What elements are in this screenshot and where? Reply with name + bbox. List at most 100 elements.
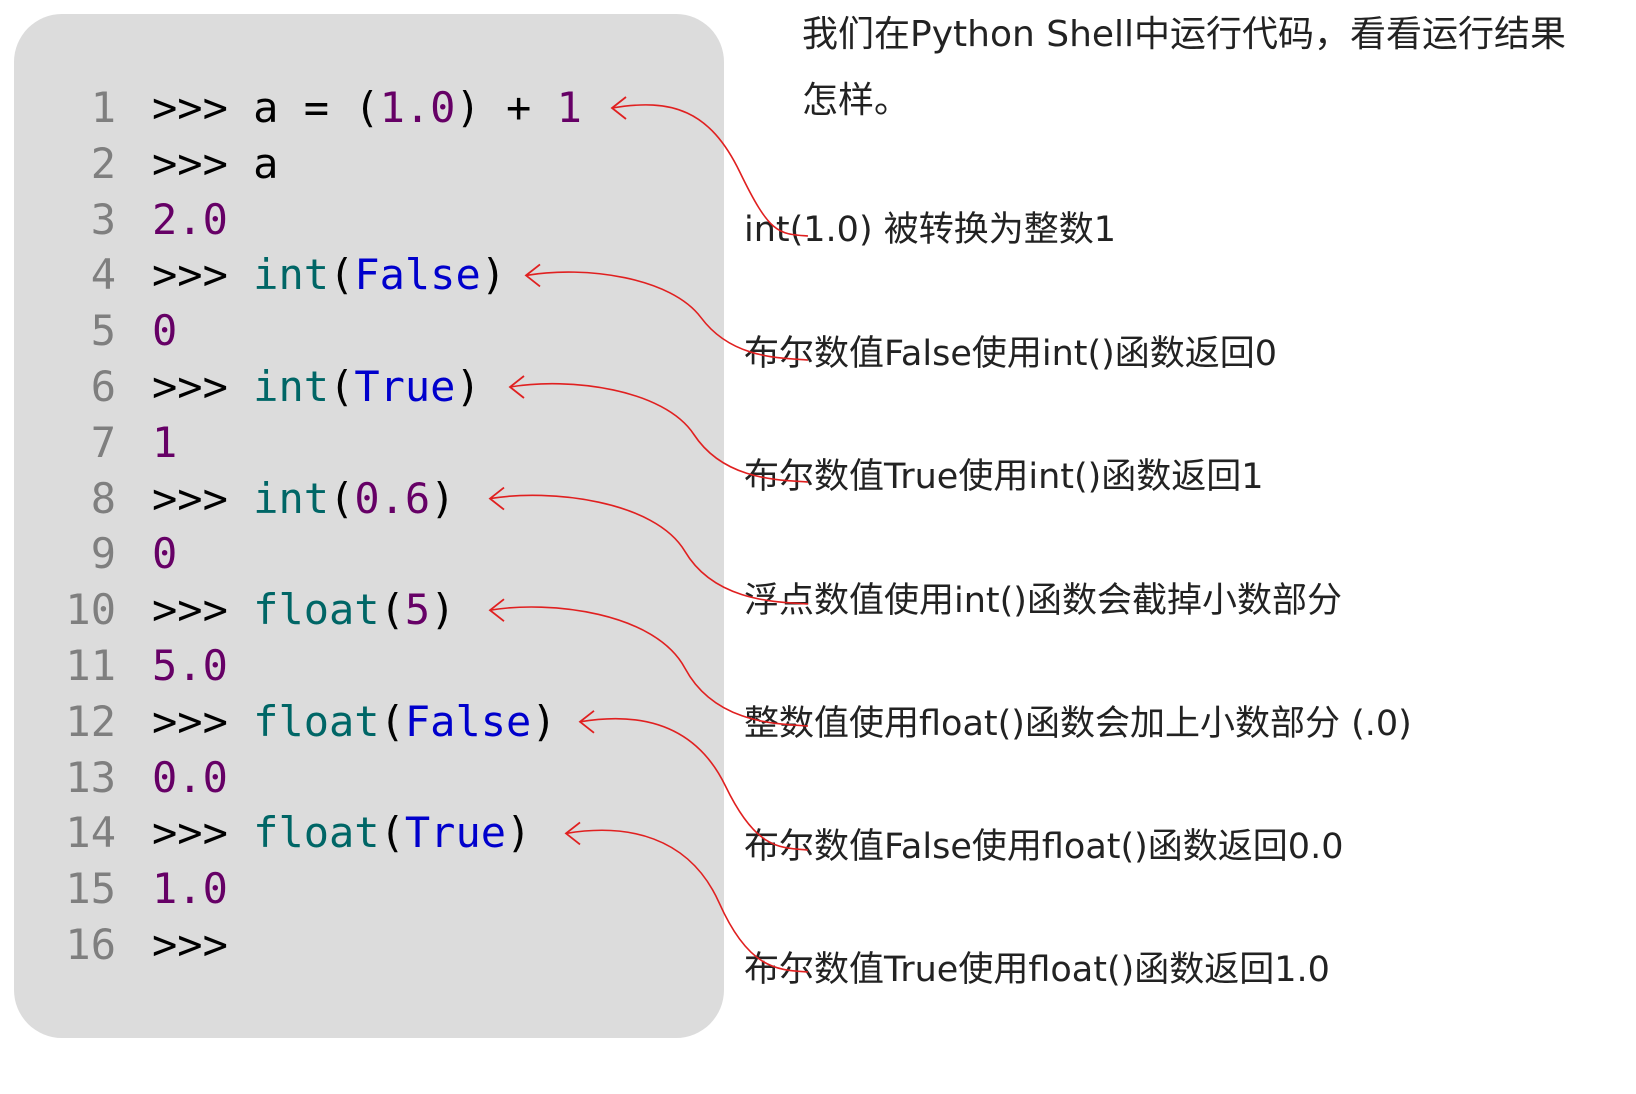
code-token-builtin: float <box>253 585 380 635</box>
code-text: >>> a = (1.0) + 1 <box>152 80 582 136</box>
line-number: 9 <box>90 529 116 579</box>
code-token-prompt: >>> <box>152 138 254 188</box>
line-number: 13 <box>65 752 116 802</box>
code-line: 8 >>> int(0.6) <box>0 471 700 527</box>
code-line: 2 >>> a <box>0 136 700 192</box>
code-token-prompt: >>> <box>152 920 228 969</box>
intro-text: 我们在Python Shell中运行代码，看看运行结果怎样。 <box>802 14 1567 121</box>
code-text: >>> float(5) <box>152 582 455 638</box>
code-token-prompt: ) <box>430 585 456 635</box>
code-token-prompt: >>> <box>152 250 254 300</box>
line-number: 14 <box>65 808 116 858</box>
code-text: 1 <box>152 415 177 471</box>
code-text: 2.0 <box>152 192 228 248</box>
line-number: 7 <box>90 417 116 467</box>
code-text: >>> float(False) <box>152 694 557 750</box>
code-token-prompt: ) <box>430 473 456 523</box>
code-line: 1>>> a = (1.0) + 1 <box>0 80 700 136</box>
arrowhead <box>524 263 541 288</box>
code-token-prompt: ) + <box>455 83 557 132</box>
line-number: 8 <box>90 473 116 523</box>
line-number: 6 <box>90 362 116 411</box>
arrowhead <box>488 486 505 511</box>
code-token-number: 5.0 <box>152 641 228 690</box>
code-token-prompt: ) <box>480 250 507 300</box>
code-line: 4>>> int(False) <box>0 247 700 303</box>
code-token-builtin: float <box>253 808 380 858</box>
code-text: 0 <box>152 303 177 359</box>
arrowhead <box>610 96 627 120</box>
annotation-arrow <box>579 717 809 851</box>
annotation-arrow <box>489 606 809 727</box>
annotation-text: 浮点数值使用int()函数会截掉小数部分 <box>744 581 1342 621</box>
code-token-prompt: >>> <box>152 362 254 411</box>
code-text: >>> int(True) <box>152 359 481 415</box>
code-text: 0 <box>152 526 177 582</box>
code-text: >>> int(False) <box>152 247 506 303</box>
code-text: 1.0 <box>152 861 228 917</box>
code-token-keyword: True <box>354 362 456 411</box>
code-token-number: 0 <box>152 529 178 579</box>
code-text: >>> int(0.6) <box>152 471 455 527</box>
code-token-prompt: ) <box>455 362 481 411</box>
code-line: 10 >>> float(5) <box>0 582 700 638</box>
code-token-prompt: >>> <box>152 473 254 523</box>
code-token-number: 2.0 <box>152 194 228 244</box>
code-token-number: 1 <box>556 83 582 132</box>
annotation-arrow <box>525 271 809 361</box>
arrowhead <box>508 375 525 399</box>
annotation-text: 布尔数值False使用float()函数返回0.0 <box>744 827 1344 867</box>
code-token-prompt: a = ( <box>253 83 380 132</box>
code-token-prompt: ) <box>531 696 557 746</box>
code-text: 5.0 <box>152 638 228 694</box>
code-token-prompt: ( <box>379 585 405 635</box>
annotation-arrow <box>489 494 809 605</box>
code-line: 14 >>> float(True) <box>0 805 700 861</box>
code-token-number: 0 <box>152 306 178 356</box>
arrowhead <box>578 710 595 734</box>
code-token-keyword: True <box>404 808 507 858</box>
code-token-builtin: int <box>253 250 330 300</box>
code-token-number: 0.6 <box>354 473 431 523</box>
code-token-keyword: False <box>354 250 481 300</box>
code-token-prompt: a <box>253 138 279 188</box>
code-token-prompt: ( <box>329 362 355 411</box>
annotation-text: 布尔数值True使用int()函数返回1 <box>744 457 1264 497</box>
code-text: >>> float(True) <box>152 805 531 861</box>
annotation-text: 整数值使用float()函数会加上小数部分 (.0) <box>744 704 1412 744</box>
arrowhead <box>488 598 505 622</box>
code-token-number: 1.0 <box>379 83 456 132</box>
code-token-keyword: False <box>404 696 532 746</box>
code-token-prompt: >>> <box>152 808 254 858</box>
code-token-prompt: ( <box>329 473 355 523</box>
code-line: 12 >>> float(False) <box>0 694 700 750</box>
line-number: 12 <box>65 696 116 746</box>
annotation-arrow <box>565 829 809 973</box>
annotation-arrow <box>611 104 809 237</box>
line-number: 10 <box>65 585 116 635</box>
annotation-text: 布尔数值True使用float()函数返回1.0 <box>744 950 1330 990</box>
line-number: 15 <box>65 864 116 914</box>
code-token-number: 1.0 <box>152 864 228 914</box>
code-panel <box>14 14 724 1038</box>
code-text: >>> <box>152 917 228 973</box>
line-number: 3 <box>90 194 116 244</box>
line-number: 1 <box>90 83 116 132</box>
annotation-text: int(1.0) 被转换为整数1 <box>744 210 1116 250</box>
code-token-number: 5 <box>404 585 431 635</box>
code-line: 6 >>> int(True) <box>0 359 700 415</box>
code-token-prompt: ) <box>506 808 532 858</box>
code-text: 0.0 <box>152 750 228 806</box>
line-number: 11 <box>65 641 116 690</box>
line-number: 16 <box>65 920 116 969</box>
code-token-number: 0.0 <box>152 752 228 802</box>
line-number: 5 <box>90 306 116 356</box>
line-number: 2 <box>90 138 116 188</box>
